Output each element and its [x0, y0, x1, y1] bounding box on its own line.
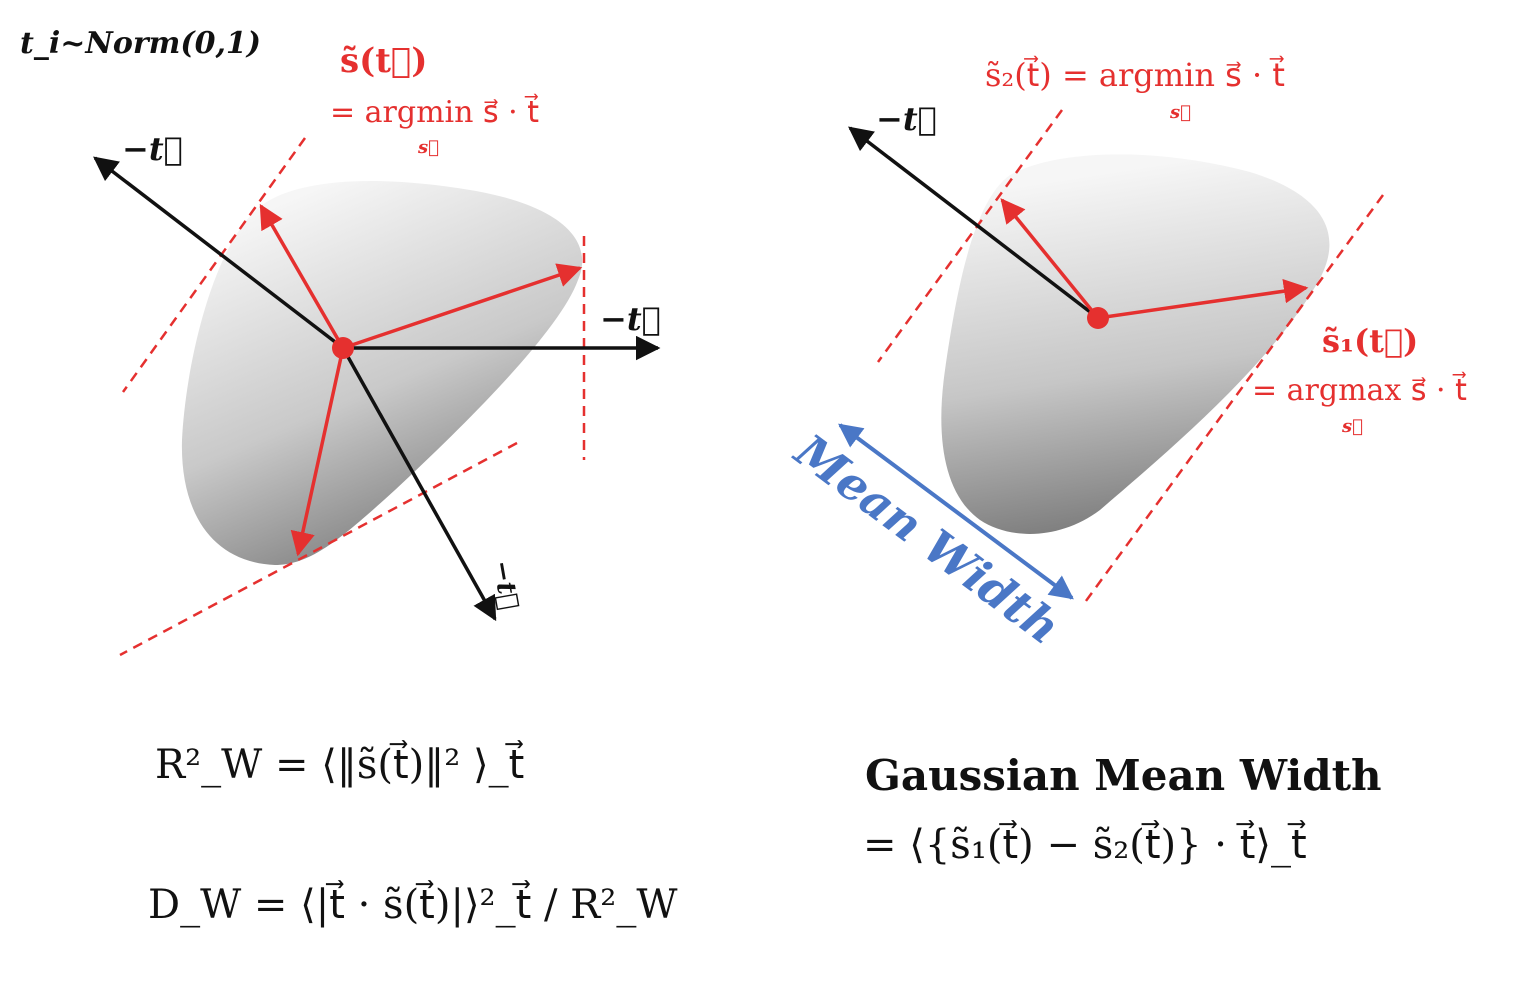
right-black-arrow [848, 126, 1100, 320]
left-annotation-line1: s̃(t⃗) [340, 41, 427, 81]
left-panel: t_i~Norm(0,1) s̃(t⃗) = argmin s⃗ · t⃗ s⃗… [20, 26, 677, 928]
left-red-arrow-upper [259, 203, 345, 349]
left-red-arrow-lower [290, 347, 345, 557]
right-annotation-s2-sub: s⃗ [1169, 102, 1191, 123]
gmw-title: Gaussian Mean Width [865, 751, 1382, 800]
left-label-lower: −t⃗ [486, 558, 524, 612]
distribution-label: t_i~Norm(0,1) [20, 26, 261, 61]
right-annotation-s2: s̃₂(t⃗) = argmin s⃗ · t⃗ [985, 55, 1285, 94]
right-label-arrow: −t⃗ [876, 100, 937, 138]
left-convex-shape [181, 181, 583, 565]
right-red-arrow-s1 [1097, 279, 1309, 320]
left-label-right: −t⃗ [600, 300, 661, 338]
left-red-arrow-right [342, 263, 583, 350]
left-annotation-sub: s⃗ [417, 137, 439, 158]
right-panel: Mean Width −t⃗ s̃₂(t⃗) = argmin s⃗ · t⃗ … [784, 55, 1467, 868]
right-center-point [1087, 307, 1109, 329]
left-black-arrow-upper [93, 156, 345, 350]
mean-width-arrow [838, 423, 1074, 600]
left-tangent-lower [119, 441, 518, 657]
left-tangent-upper [121, 137, 307, 393]
right-convex-shape [941, 154, 1330, 534]
left-label-upper: −t⃗ [122, 130, 183, 168]
left-black-arrow-lower [341, 347, 497, 622]
left-annotation-line2: = argmin s⃗ · t⃗ [330, 94, 539, 130]
right-annotation-s1-line2: = argmax s⃗ · t⃗ [1252, 372, 1467, 408]
right-tangent-upper [876, 109, 1064, 363]
gmw-formula: = ⟨{s̃₁(t⃗) − s̃₂(t⃗)} · t⃗⟩_t⃗ [863, 820, 1307, 868]
formula-rw: R²_W = ⟨‖s̃(t⃗)‖² ⟩_t⃗ [155, 740, 524, 788]
right-annotation-s1-sub: s⃗ [1341, 416, 1363, 437]
right-annotation-s1-line1: s̃₁(t⃗) [1322, 322, 1418, 360]
right-red-arrow-s2 [1000, 198, 1100, 320]
left-center-point [332, 337, 354, 359]
formula-dw: D_W = ⟨|t⃗ · s̃(t⃗)|⟩²_t⃗ / R²_W [148, 880, 677, 928]
